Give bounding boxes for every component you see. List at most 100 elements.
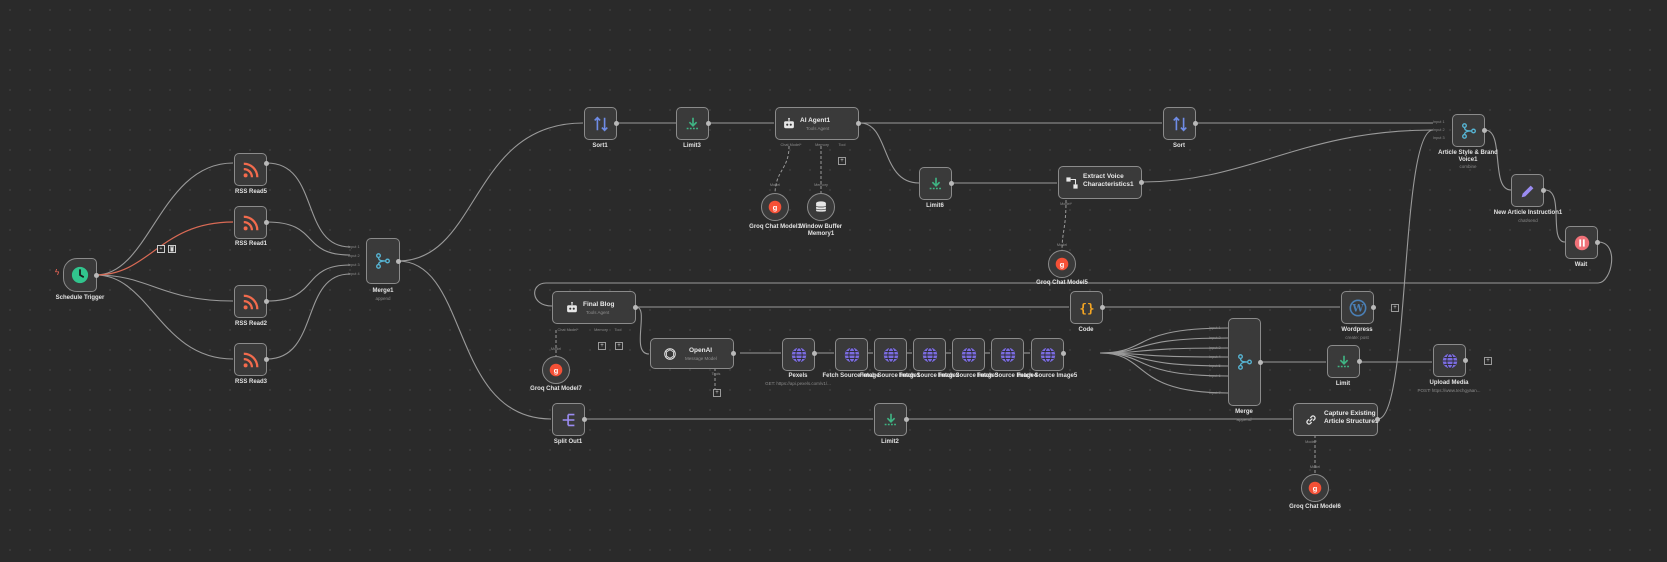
rss-read1-node[interactable] (234, 206, 267, 239)
add-tool-button[interactable] (838, 157, 846, 165)
svg-text:g: g (554, 366, 559, 375)
upload-media-node[interactable] (1433, 344, 1466, 377)
fetch-source-image-node[interactable] (835, 338, 868, 371)
new-article-instruction1-node[interactable] (1511, 174, 1544, 207)
final-blog-node[interactable]: Final Blog Tools Agent (552, 291, 636, 324)
output-port[interactable] (264, 357, 269, 362)
rss-read5-node[interactable] (234, 153, 267, 186)
merge1-node[interactable] (366, 238, 400, 284)
wait-node[interactable] (1565, 226, 1598, 259)
node-sublabel: GET: https://api.pexels.com/v1/... (765, 381, 831, 386)
output-port[interactable] (396, 259, 401, 264)
output-port[interactable] (1375, 417, 1380, 422)
output-port[interactable] (706, 121, 711, 126)
output-port[interactable] (1100, 305, 1105, 310)
fetch-source-image4-node[interactable] (991, 338, 1024, 371)
clock-icon (71, 266, 89, 284)
robot-icon (567, 301, 577, 312)
article-style-brand-voice1-node[interactable] (1452, 114, 1485, 147)
node-label: Pexels (788, 373, 808, 379)
port-label: Model (1056, 243, 1068, 247)
add-node-edge-button[interactable]: + (157, 245, 165, 253)
groq-chat-model1-node[interactable]: g (761, 193, 789, 221)
openai-node[interactable]: OpenAI Message Model (650, 338, 734, 369)
window-buffer-memory1-node[interactable] (807, 193, 835, 221)
output-port[interactable] (1139, 180, 1144, 185)
delete-edge-button[interactable] (168, 245, 176, 253)
limit6-node[interactable] (919, 167, 952, 200)
add-node-button[interactable] (1484, 357, 1492, 365)
svg-text:g: g (773, 203, 778, 212)
input-label: Input 3 (1433, 136, 1445, 140)
node-title: AI Agent1 (800, 117, 831, 124)
output-port[interactable] (1595, 240, 1600, 245)
fetch-source-image5-node[interactable] (1031, 338, 1064, 371)
output-port[interactable] (633, 305, 638, 310)
output-port[interactable] (1371, 305, 1376, 310)
node-label: RSS Read2 (234, 321, 268, 327)
input-label: Input 2 (1209, 336, 1221, 340)
groq-chat-model5-node[interactable]: g (1048, 250, 1076, 278)
input-label: Input 1 (348, 245, 360, 249)
fetch-source-image3-node[interactable] (952, 338, 985, 371)
ai-agent1-node[interactable]: AI Agent1 Tools Agent (775, 107, 859, 140)
groq-chat-model7-node[interactable]: g (542, 356, 570, 384)
output-port[interactable] (1258, 360, 1263, 365)
node-label: Merge (1235, 409, 1253, 415)
node-title: Characteristics1 (1083, 181, 1134, 188)
output-port[interactable] (1463, 358, 1468, 363)
output-port[interactable] (904, 417, 909, 422)
sort-node[interactable] (1163, 107, 1196, 140)
code-node[interactable]: {} (1070, 291, 1103, 324)
extract-voice-characteristics1-node[interactable]: Extract Voice Characteristics1 (1058, 166, 1142, 199)
output-port[interactable] (1482, 128, 1487, 133)
output-port[interactable] (614, 121, 619, 126)
add-memory-button[interactable] (598, 342, 606, 350)
output-port[interactable] (812, 351, 817, 356)
port-label: Model (769, 183, 781, 187)
input-label: Input 3 (348, 263, 360, 267)
limit2-node[interactable] (874, 403, 907, 436)
output-port[interactable] (582, 417, 587, 422)
output-port[interactable] (1541, 188, 1546, 193)
output-port[interactable] (264, 299, 269, 304)
svg-text:W: W (1351, 303, 1364, 314)
output-port[interactable] (94, 273, 99, 278)
wordpress-node[interactable]: W (1341, 291, 1374, 324)
merge-node[interactable] (1228, 318, 1261, 406)
limit-node[interactable] (1327, 345, 1360, 378)
add-node-button[interactable] (1391, 304, 1399, 312)
rss-icon (243, 215, 258, 230)
rss-read3-node[interactable] (234, 343, 267, 376)
fetch-source-image1-node[interactable] (874, 338, 907, 371)
schedule-trigger-node[interactable] (63, 258, 97, 292)
output-port[interactable] (856, 121, 861, 126)
limit3-node[interactable] (676, 107, 709, 140)
output-port[interactable] (1193, 121, 1198, 126)
port-label: Chat Model* (780, 143, 802, 147)
add-tool-button[interactable] (615, 342, 623, 350)
fetch-source-image2-node[interactable] (913, 338, 946, 371)
pencil-icon (1521, 185, 1533, 197)
add-tool-button[interactable] (713, 389, 721, 397)
rss-read2-node[interactable] (234, 285, 267, 318)
output-port[interactable] (264, 161, 269, 166)
output-port[interactable] (1357, 359, 1362, 364)
node-title: Article Structure1 (1324, 418, 1379, 425)
node-label: Wordpress (1341, 327, 1373, 333)
output-port[interactable] (1061, 351, 1066, 356)
output-port[interactable] (264, 220, 269, 225)
link-icon (1306, 414, 1316, 425)
pexels-node[interactable] (782, 338, 815, 371)
output-port[interactable] (731, 351, 736, 356)
svg-text:g: g (1313, 484, 1318, 493)
split-out1-node[interactable] (552, 403, 585, 436)
port-label: Model* (1060, 202, 1072, 206)
node-label: Schedule Trigger (55, 295, 105, 301)
groq-chat-model6-node[interactable]: g (1301, 474, 1329, 502)
capture-existing-article-structure1-node[interactable]: Capture Existing Article Structure1 (1293, 403, 1379, 436)
output-port[interactable] (949, 181, 954, 186)
sort1-node[interactable] (584, 107, 617, 140)
